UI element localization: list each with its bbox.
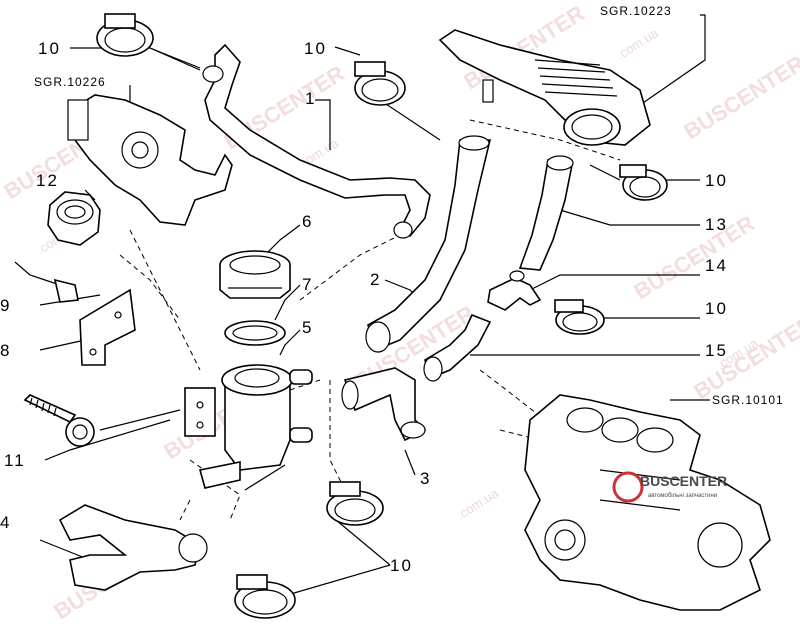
callout-10: 10	[390, 556, 413, 575]
hose-clamps	[96, 13, 668, 619]
clamp-part-10	[234, 574, 296, 619]
hose-part-3	[341, 367, 427, 442]
seal-ring-part-7	[224, 320, 286, 346]
callout-10: 10	[38, 39, 61, 58]
buscenter-logo: BUSCENTER автомобільні запчастини	[612, 471, 727, 503]
clamp-part-10	[354, 61, 406, 106]
sensor-part-9	[14, 261, 79, 303]
leader-lines	[39, 14, 710, 601]
callout-2: 2	[370, 270, 381, 289]
pipe-part-1	[202, 43, 431, 239]
ref-sgr-10101: SGR.10101	[712, 393, 784, 407]
callout-15: 15	[705, 341, 728, 360]
callout-7: 7	[302, 275, 313, 294]
ref-sgr-10223: SGR.10223	[600, 4, 672, 18]
callout-14: 14	[705, 256, 728, 275]
callout-3: 3	[420, 469, 431, 488]
callout-1: 1	[305, 89, 316, 108]
callout-4: 4	[0, 513, 11, 532]
hose-part-13	[518, 155, 574, 271]
clamp-part-10	[326, 481, 384, 526]
callout-9: 9	[0, 296, 11, 315]
callout-labels: 10 10 1 10 12 6 13 14 2 7 9 10 5 8 15 11…	[0, 39, 728, 575]
callout-5: 5	[302, 318, 313, 337]
tank-cap-part-6	[219, 250, 291, 299]
hose-part-2	[365, 135, 492, 353]
callout-12: 12	[36, 171, 59, 190]
expansion-tank	[184, 364, 313, 489]
callout-10: 10	[304, 39, 327, 58]
watermark-domain: .com.ua	[614, 25, 662, 63]
callout-10: 10	[705, 171, 728, 190]
hose-part-4	[58, 504, 208, 591]
engine-block-sgr10101	[524, 394, 771, 611]
callout-10: 10	[705, 299, 728, 318]
callout-6: 6	[302, 212, 313, 231]
clamp-part-10	[96, 13, 154, 57]
nut-part-12	[47, 191, 101, 246]
callout-8: 8	[0, 341, 11, 360]
reference-labels: SGR.10223 SGR.10226 SGR.10101	[34, 4, 784, 407]
bracket-part-8	[79, 288, 136, 366]
callout-11: 11	[4, 451, 26, 470]
hose-bellows-sgr10223	[438, 29, 651, 146]
ref-sgr-10226: SGR.10226	[34, 75, 106, 89]
hose-part-15	[423, 313, 492, 382]
clamp-part-10	[619, 164, 668, 201]
thermostat-housing-sgr10226	[67, 94, 233, 226]
tee-fitting-part-14	[487, 270, 542, 311]
clamp-part-10	[554, 299, 605, 335]
watermark-domain: .com.ua	[454, 485, 502, 523]
bolt-part-11	[23, 394, 95, 447]
logo-text: BUSCENTER	[640, 473, 727, 489]
logo-subtext: автомобільні запчастини	[648, 493, 717, 499]
callout-13: 13	[705, 215, 728, 234]
